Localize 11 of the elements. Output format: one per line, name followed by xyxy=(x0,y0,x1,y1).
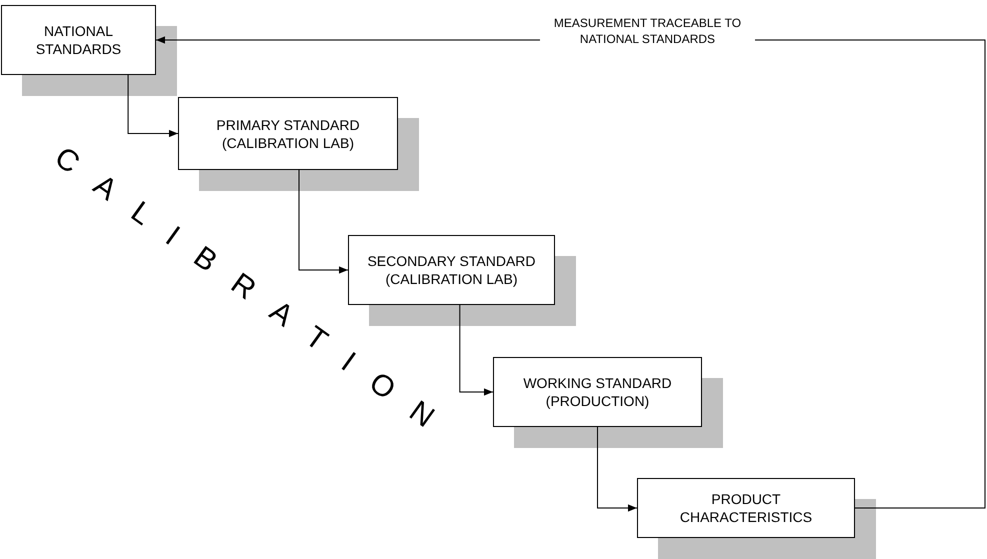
box-label: PRIMARY STANDARD (CALIBRATION LAB) xyxy=(216,116,360,151)
box-label: NATIONAL STANDARDS xyxy=(34,22,122,58)
box-label: WORKING STANDARD (PRODUCTION) xyxy=(522,374,673,410)
connector-arrow xyxy=(459,304,494,396)
connector-arrow xyxy=(298,170,348,274)
standard-box xyxy=(493,357,702,427)
standard-box xyxy=(1,5,156,75)
standard-box xyxy=(637,478,855,538)
connector-arrow xyxy=(128,74,178,138)
connector-arrow xyxy=(597,426,638,512)
box-label: PRODUCT CHARACTERISTICS xyxy=(678,490,814,526)
